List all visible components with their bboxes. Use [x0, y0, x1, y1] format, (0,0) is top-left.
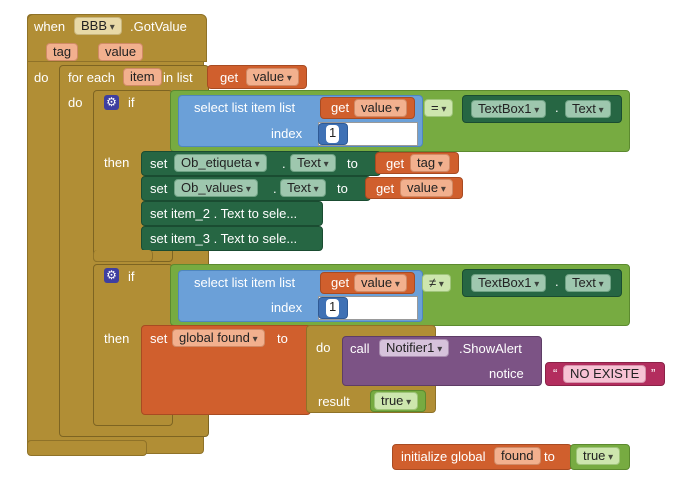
get-var-dropdown-tag[interactable]: tag [410, 154, 450, 172]
dot-2: . [282, 156, 286, 171]
dot-1: . [555, 100, 559, 115]
initialize-global-block[interactable] [392, 444, 572, 470]
in-list-label: in list [163, 70, 193, 85]
notice-text[interactable]: NO EXISTE [563, 365, 647, 383]
get-label-3: get [331, 275, 350, 290]
to-label-1: to [347, 156, 358, 171]
event-bottom-cap [27, 440, 147, 456]
get-label-1: get [331, 100, 350, 115]
set-item2-block[interactable] [141, 201, 323, 226]
call-method: .ShowAlert [459, 341, 522, 356]
component-dropdown-bbb[interactable]: BBB [74, 17, 122, 35]
operator-dropdown-2[interactable]: ≠ [422, 274, 451, 292]
init-to-label: to [544, 449, 555, 464]
then-label-1: then [104, 155, 130, 170]
foreach-label: for each [68, 70, 115, 85]
set-label-2: set [150, 181, 168, 196]
select-list-label-1: select list item list [194, 100, 296, 115]
when-label: when [34, 19, 66, 34]
set-label-global: set [150, 331, 168, 346]
to-label-global: to [277, 331, 288, 346]
if-block-1-bottom [93, 250, 153, 262]
result-true-dropdown[interactable]: true [374, 392, 419, 410]
property-dropdown-text-d[interactable]: Text [565, 274, 611, 292]
set-item2-text: set item_2 . Text to sele... [150, 206, 298, 221]
param-tag[interactable]: tag [46, 43, 79, 61]
mutator-gear-icon[interactable]: ⚙ [104, 95, 119, 110]
foreach-do-label: do [68, 95, 83, 110]
get-label-value: get [376, 181, 395, 196]
open-quote-icon: “ [553, 366, 558, 381]
notice-label: notice [489, 366, 524, 381]
get-var-dropdown-value[interactable]: value [400, 179, 453, 197]
event-name: .GotValue [130, 19, 187, 34]
event-do-label: do [34, 70, 49, 85]
foreach-var-item[interactable]: item [123, 68, 162, 86]
then-label-2: then [104, 331, 130, 346]
component-dropdown-ob-values[interactable]: Ob_values [174, 179, 258, 197]
param-value[interactable]: value [98, 43, 144, 61]
component-dropdown-textbox1-b[interactable]: TextBox1 [471, 274, 547, 292]
dot-4: . [555, 274, 559, 289]
mutator-gear-icon-2[interactable]: ⚙ [104, 268, 119, 283]
get-var-dropdown[interactable]: value [246, 68, 299, 86]
get-label-tag: get [386, 156, 405, 171]
property-dropdown-text-c[interactable]: Text [280, 179, 326, 197]
close-quote-icon: ” [651, 366, 656, 381]
index-value-1[interactable]: 1 [326, 125, 340, 143]
get-var-dropdown-3[interactable]: value [354, 274, 407, 292]
select-list-label-2: select list item list [194, 275, 296, 290]
to-label-2: to [337, 181, 348, 196]
global-var-dropdown[interactable]: global found [172, 329, 265, 347]
if-label-2: if [128, 269, 135, 284]
set-label-1: set [150, 156, 168, 171]
set-item3-text: set item_3 . Text to sele... [150, 231, 298, 246]
dot-3: . [273, 181, 277, 196]
init-var-found[interactable]: found [494, 447, 541, 465]
operator-dropdown-1[interactable]: = [424, 99, 454, 117]
result-label: result [318, 394, 350, 409]
init-label: initialize global [401, 449, 486, 464]
init-true-dropdown[interactable]: true [576, 447, 621, 465]
call-label: call [350, 341, 370, 356]
component-dropdown-ob-etiqueta[interactable]: Ob_etiqueta [174, 154, 267, 172]
component-dropdown-notifier1[interactable]: Notifier1 [379, 339, 450, 357]
index-label-1: index [271, 126, 303, 141]
property-dropdown-text-b[interactable]: Text [290, 154, 336, 172]
do-label-result: do [316, 340, 331, 355]
if-label-1: if [128, 95, 135, 110]
index-label-2: index [271, 300, 303, 315]
property-dropdown-text-a[interactable]: Text [565, 100, 611, 118]
get-var-dropdown-1[interactable]: value [354, 99, 407, 117]
index-value-2[interactable]: 1 [326, 299, 340, 317]
component-dropdown-textbox1-a[interactable]: TextBox1 [471, 100, 547, 118]
get-label: get [220, 70, 239, 85]
set-item3-block[interactable] [141, 226, 323, 251]
